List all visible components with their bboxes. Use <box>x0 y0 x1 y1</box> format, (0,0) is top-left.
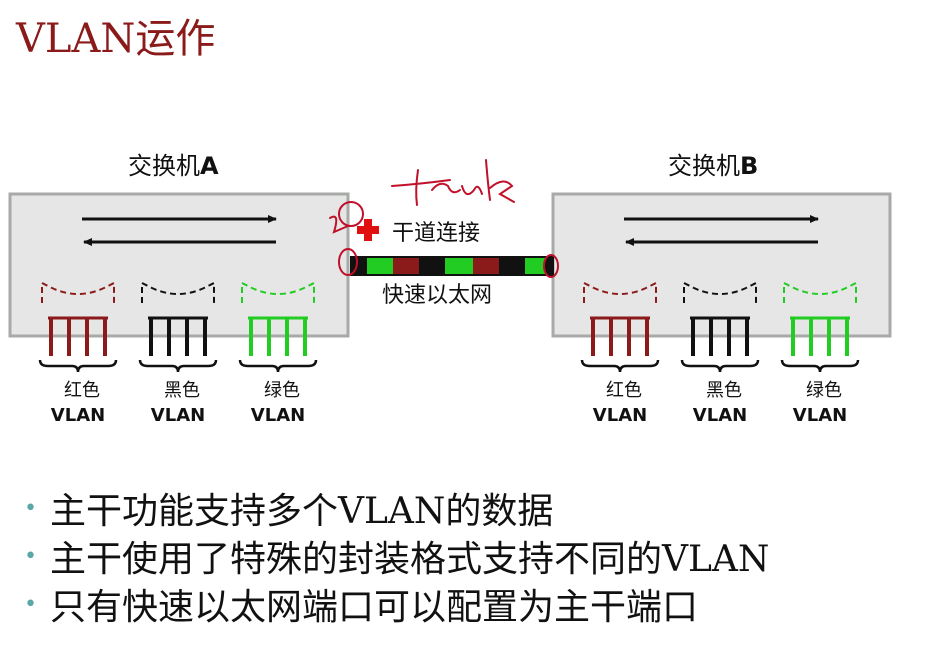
vlan-group: 绿色 VLAN <box>780 281 860 426</box>
port-icon <box>783 281 857 303</box>
bullet-text: 只有快速以太网端口可以配置为主干端口 <box>50 587 699 628</box>
switch-a-box <box>8 192 350 338</box>
brace-icon <box>780 359 860 373</box>
port-icon <box>41 281 115 303</box>
trunk-cable <box>350 256 554 276</box>
brace-icon <box>138 359 218 373</box>
vlan-suffix-label: VLAN <box>151 405 205 426</box>
vlan-suffix-label: VLAN <box>793 405 847 426</box>
vlan-name-label: 绿色 <box>806 380 842 401</box>
port-icon <box>141 281 215 303</box>
port-icon <box>241 281 315 303</box>
switch-b: 交换机B 红色 VLAN 黑色 VLAN 绿色 VLAN <box>551 152 892 426</box>
brace-icon <box>38 359 118 373</box>
vlan-group: 绿色 VLAN <box>238 281 318 426</box>
brace-icon <box>238 359 318 373</box>
vlan-name-label: 黑色 <box>706 380 742 401</box>
trunk-link: 干道连接 快速以太网 <box>329 159 559 308</box>
cable-label: 快速以太网 <box>382 283 492 308</box>
vlan-suffix-label: VLAN <box>251 405 305 426</box>
bullet-text: 主干功能支持多个VLAN的数据 <box>50 491 554 532</box>
vlan-suffix-label: VLAN <box>693 405 747 426</box>
vlan-group: 黑色 VLAN <box>680 281 760 426</box>
vlan-group: 红色 VLAN <box>38 281 118 426</box>
vlan-diagram: 交换机A 红色 VLAN 黑色 VLAN 绿色 VLAN 交换机B 红色 VLAN 黑色 VLA… <box>8 152 892 426</box>
trunk-label: 干道连接 <box>392 221 480 246</box>
port-icon <box>683 281 757 303</box>
vlan-suffix-label: VLAN <box>51 405 105 426</box>
port-icon <box>583 281 657 303</box>
vlan-name-label: 绿色 <box>264 380 300 401</box>
bullet-dot-icon: • <box>24 543 37 569</box>
plus-icon <box>357 219 379 241</box>
vlan-name-label: 红色 <box>606 380 642 401</box>
switch-a: 交换机A 红色 VLAN 黑色 VLAN 绿色 VLAN <box>8 152 350 426</box>
vlan-suffix-label: VLAN <box>593 405 647 426</box>
handwritten-annotation <box>329 159 559 278</box>
brace-icon <box>580 359 660 373</box>
vlan-group: 红色 VLAN <box>580 281 660 426</box>
bullet-dot-icon: • <box>24 495 37 521</box>
bullet-text: 主干使用了特殊的封装格式支持不同的VLAN <box>50 539 770 580</box>
handwritten-trunk: trunk <box>406 201 409 204</box>
page-title: VLAN运作 <box>16 16 216 62</box>
switch-a-label: 交换机A <box>128 152 219 180</box>
bullet-item: • 主干功能支持多个VLAN的数据 <box>24 484 769 532</box>
switch-b-box <box>551 192 892 338</box>
vlan-group: 黑色 VLAN <box>138 281 218 426</box>
bullet-dot-icon: • <box>24 591 37 617</box>
switch-b-label: 交换机B <box>668 152 758 180</box>
bullet-list: • 主干功能支持多个VLAN的数据 • 主干使用了特殊的封装格式支持不同的VLAN • 只… <box>24 484 769 628</box>
vlan-name-label: 红色 <box>64 380 100 401</box>
vlan-name-label: 黑色 <box>164 380 200 401</box>
brace-icon <box>680 359 760 373</box>
bullet-item: • 只有快速以太网端口可以配置为主干端口 <box>24 580 769 628</box>
bullet-item: • 主干使用了特殊的封装格式支持不同的VLAN <box>24 532 769 580</box>
